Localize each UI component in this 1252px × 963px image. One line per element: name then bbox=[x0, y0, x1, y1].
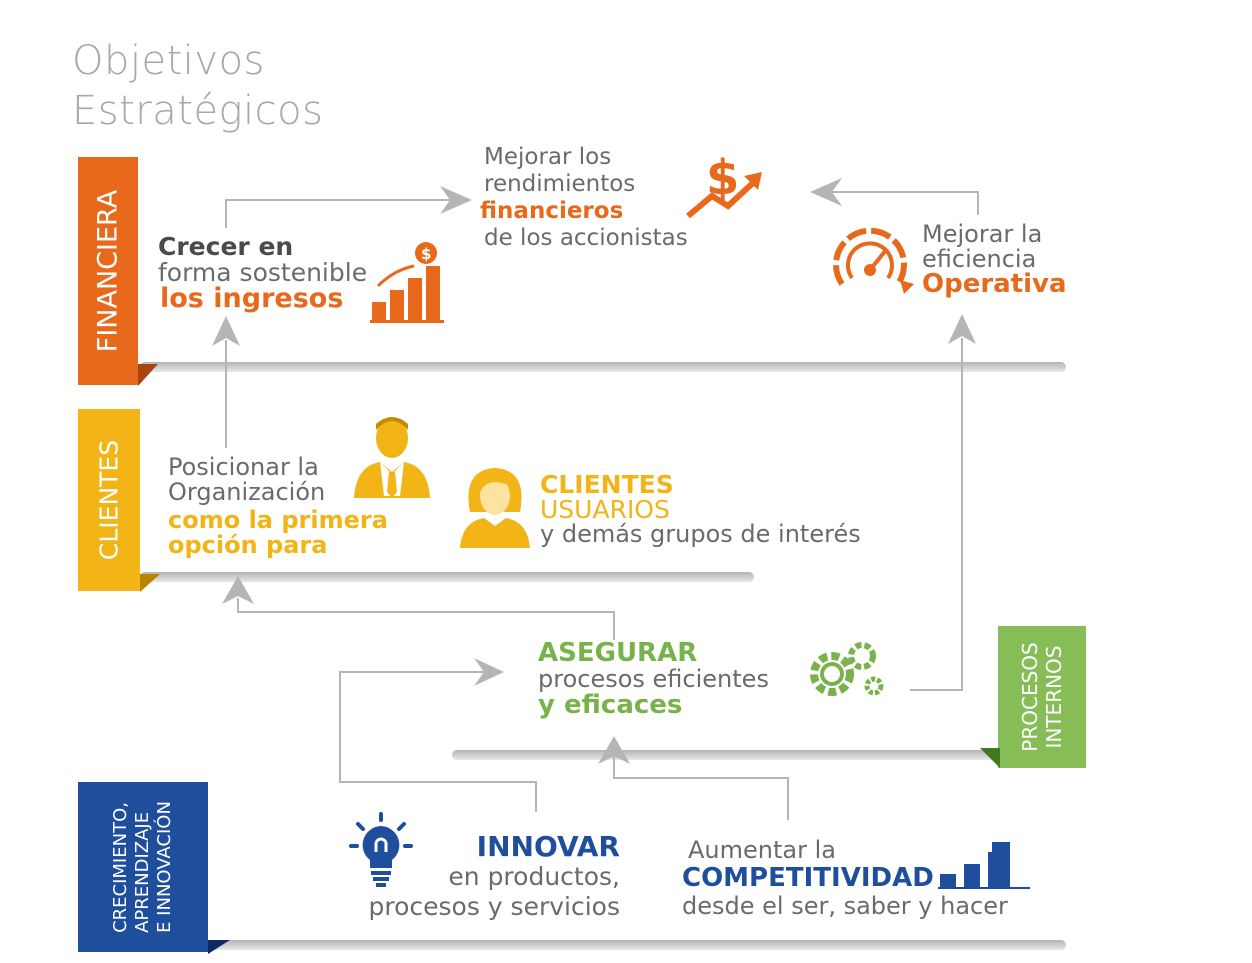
objective-clientes: CLIENTES USUARIOS y demás grupos de inte… bbox=[540, 472, 861, 547]
arrowhead-asegurar-bottom bbox=[598, 736, 630, 764]
arrowhead-rendimientos-left bbox=[440, 186, 472, 214]
crecimiento-fold bbox=[208, 940, 230, 954]
crecer-line3: los ingresos bbox=[160, 283, 344, 314]
arrow-procesos-to-eficiencia bbox=[910, 338, 963, 691]
rendimientos-line2: rendimientos bbox=[484, 171, 636, 197]
rising-bar-chart-icon: $ bbox=[370, 242, 444, 323]
rendimientos-line3: financieros bbox=[480, 198, 624, 224]
objective-competitividad: Aumentar la COMPETITIVIDAD desde el ser,… bbox=[682, 836, 1008, 920]
crecer-line1: Crecer en bbox=[158, 232, 294, 261]
procesos-fold bbox=[980, 748, 1000, 768]
eficiencia-line1: Mejorar la bbox=[922, 220, 1043, 248]
posicionar-line3: como la primera bbox=[168, 506, 388, 534]
businessman-icon bbox=[354, 417, 430, 498]
arrowhead-rendimientos-right bbox=[810, 178, 842, 206]
arrow-eficiencia-to-rendimientos bbox=[832, 191, 979, 215]
clientes-fold bbox=[140, 574, 160, 592]
clientes-tab: CLIENTES bbox=[78, 409, 140, 591]
crecimiento-tab: CRECIMIENTO, APRENDIZAJE E INNOVACIÓN bbox=[78, 782, 208, 952]
posicionar-line1: Posicionar la bbox=[168, 453, 319, 481]
dollar-growth-icon: $ bbox=[686, 150, 762, 219]
rendimientos-line4: de los accionistas bbox=[484, 225, 688, 251]
asegurar-line1: ASEGURAR bbox=[538, 638, 698, 668]
asegurar-line2: procesos eficientes bbox=[538, 665, 769, 693]
arrowhead-crecer bbox=[212, 316, 240, 346]
page-title: Objetivos Estratégicos bbox=[72, 36, 323, 136]
objective-innovar: INNOVAR en productos, procesos y servici… bbox=[340, 830, 621, 922]
competitividad-line2: COMPETITIVIDAD bbox=[682, 863, 934, 893]
rendimientos-line1: Mejorar los bbox=[484, 144, 612, 170]
crecimiento-shelf bbox=[210, 940, 1066, 950]
objective-asegurar: ASEGURAR procesos eficientes y eficaces bbox=[538, 640, 769, 718]
objective-rendimientos: Mejorar los rendimientos financieros de … bbox=[480, 144, 688, 252]
title-line2: Estratégicos bbox=[72, 88, 324, 134]
svg-text:$: $ bbox=[421, 245, 431, 263]
arrow-competitividad-to-asegurar bbox=[613, 754, 789, 820]
posicionar-line4: opción para bbox=[168, 531, 328, 559]
objective-crecer: Crecer en forma sostenible los ingresos bbox=[158, 232, 368, 314]
asegurar-line3: y eficaces bbox=[538, 690, 683, 720]
arrowhead-asegurar-left bbox=[474, 658, 504, 686]
innovar-line2: en productos, bbox=[448, 862, 620, 891]
arrow-innovar-to-asegurar bbox=[339, 671, 537, 812]
financiera-tab: FINANCIERA bbox=[78, 157, 138, 385]
woman-user-icon bbox=[460, 468, 530, 548]
arrow-asegurar-to-posicionar bbox=[237, 598, 615, 640]
eficiencia-line2: eficiencia bbox=[922, 245, 1037, 273]
clientes-line1: CLIENTES bbox=[540, 470, 674, 499]
arrowhead-eficiencia bbox=[948, 314, 976, 344]
financiera-shelf bbox=[140, 362, 1066, 372]
crecer-line2: forma sostenible bbox=[158, 258, 368, 287]
clientes-line3: y demás grupos de interés bbox=[540, 520, 861, 548]
procesos-tab: PROCESOS INTERNOS bbox=[998, 626, 1086, 768]
competitividad-line1: Aumentar la bbox=[688, 836, 836, 864]
innovar-line1: INNOVAR bbox=[476, 830, 620, 863]
posicionar-line2: Organización bbox=[168, 478, 326, 506]
title-line1: Objetivos bbox=[72, 38, 265, 84]
arrowhead-posicionar bbox=[222, 576, 254, 604]
clientes-shelf bbox=[140, 572, 754, 582]
objective-eficiencia: Mejorar la eficiencia Operativa bbox=[922, 220, 1067, 299]
financiera-fold bbox=[138, 364, 158, 386]
bar-chart-icon bbox=[938, 842, 1030, 889]
arrow-crecer-to-rendimientos bbox=[225, 199, 455, 228]
eficiencia-line3: Operativa bbox=[922, 269, 1067, 299]
clientes-line2: USUARIOS bbox=[540, 495, 670, 524]
lightbulb-icon bbox=[349, 812, 413, 887]
gears-icon bbox=[810, 642, 884, 696]
competitividad-line3: desde el ser, saber y hacer bbox=[682, 892, 1008, 920]
speedometer-icon bbox=[833, 227, 914, 294]
objective-posicionar: Posicionar la Organización como la prime… bbox=[168, 455, 388, 558]
procesos-shelf bbox=[452, 750, 1012, 760]
innovar-line3: procesos y servicios bbox=[368, 892, 621, 921]
